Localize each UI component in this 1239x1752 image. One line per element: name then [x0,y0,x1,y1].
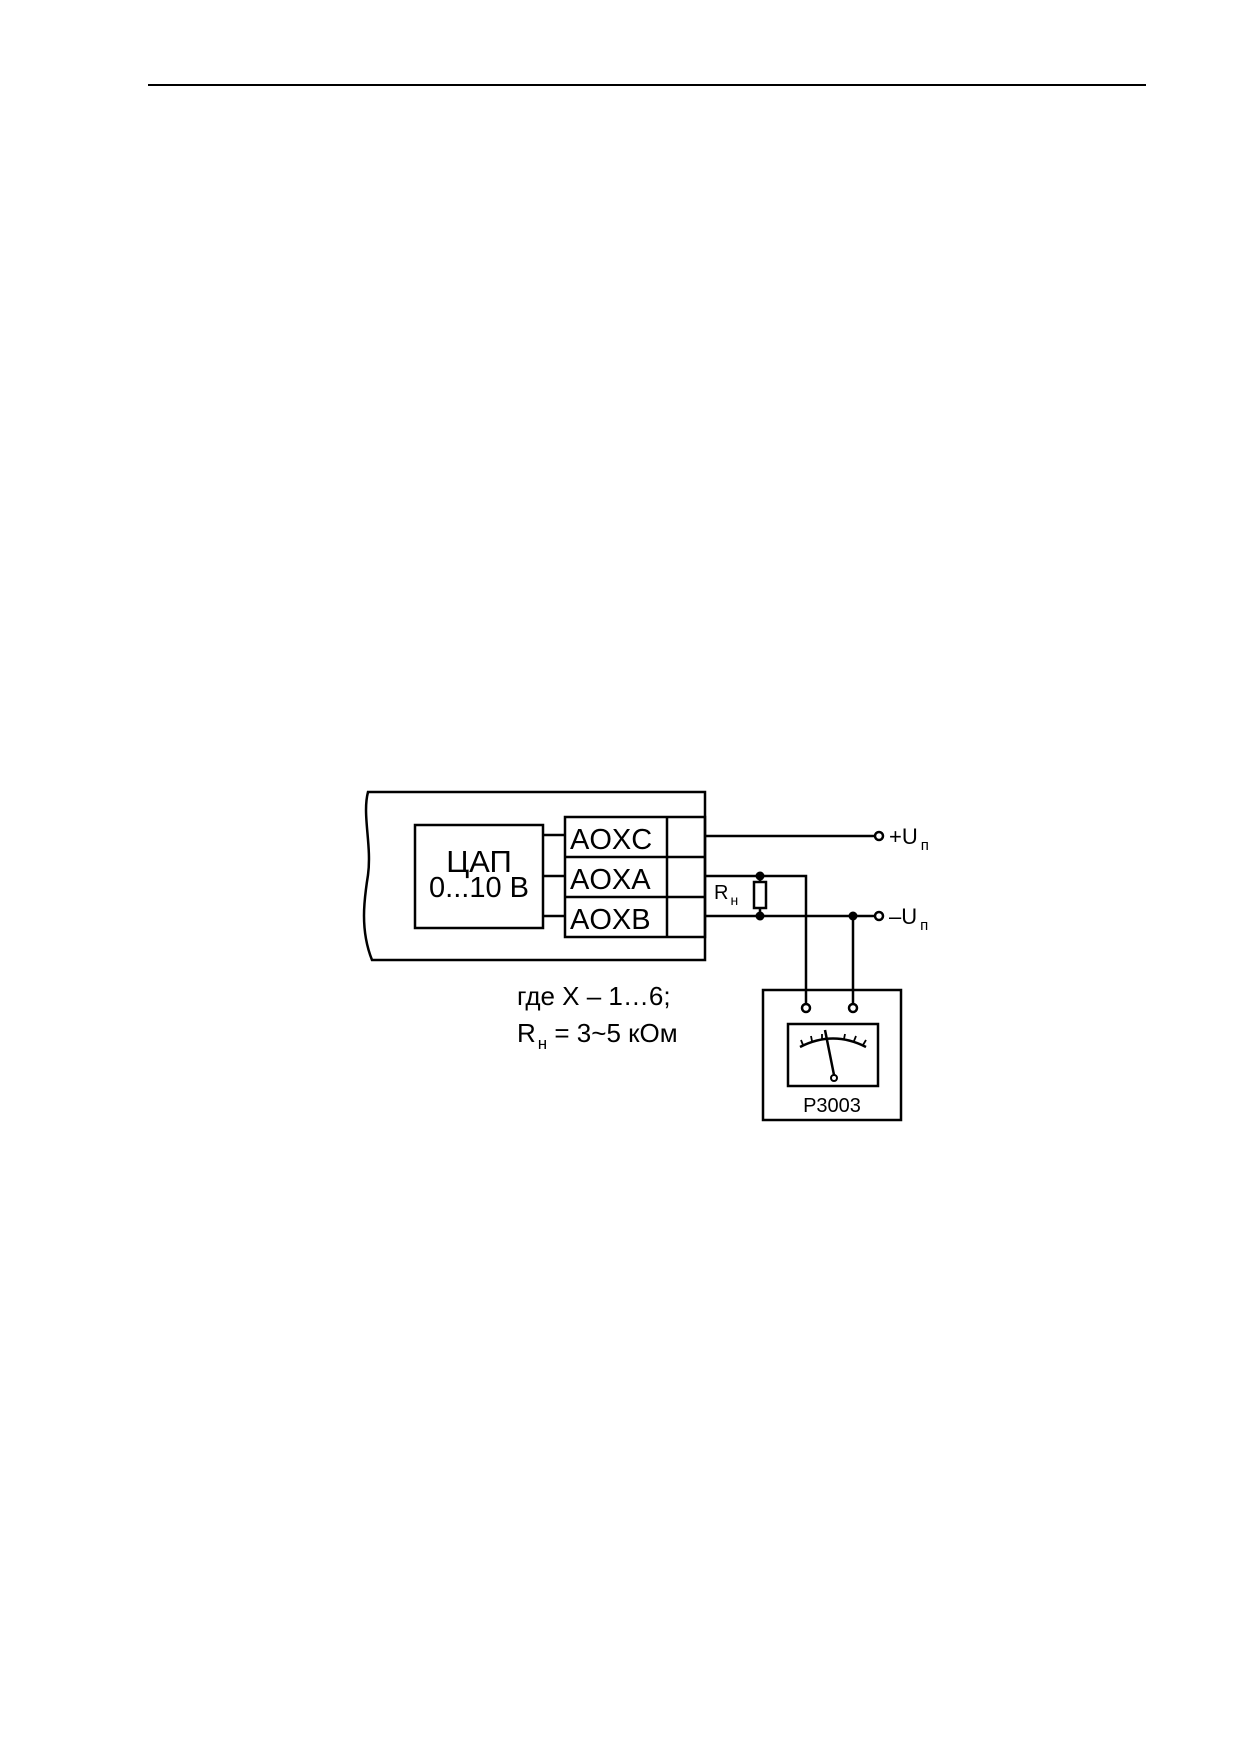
meter-terminal-minus [847,1002,859,1014]
supply-plus-subscript: п [921,837,929,854]
supply-minus-terminal [873,910,885,922]
device-enclosure [362,790,707,962]
junction-dot [755,911,765,921]
wire-aoxa [705,874,808,1005]
note-line-1: где X – 1…6; [517,981,671,1011]
header-rule [148,84,1146,86]
resistor-label-subscript: н [730,892,738,908]
meter-box [761,988,903,1122]
note-line-2-subscript: н [538,1034,547,1053]
junction-dot [848,911,858,921]
meter-terminal-plus [800,1002,812,1014]
terminal-label-aoxc: AOXC [570,824,652,856]
terminal-label-aoxb: AOXB [570,904,651,936]
meter-dial [786,1022,880,1088]
meter-needle [823,1029,836,1076]
supply-minus-subscript: п [920,917,928,934]
supply-plus-terminal [873,830,885,842]
dac-label: ЦАП [446,844,512,879]
resistor-symbol [752,880,768,910]
junction-dot [755,871,765,881]
meter-label: Р3003 [803,1095,861,1117]
dac-range-label: 0...10 В [429,872,529,904]
terminal-label-aoxa: AOXA [570,864,651,896]
